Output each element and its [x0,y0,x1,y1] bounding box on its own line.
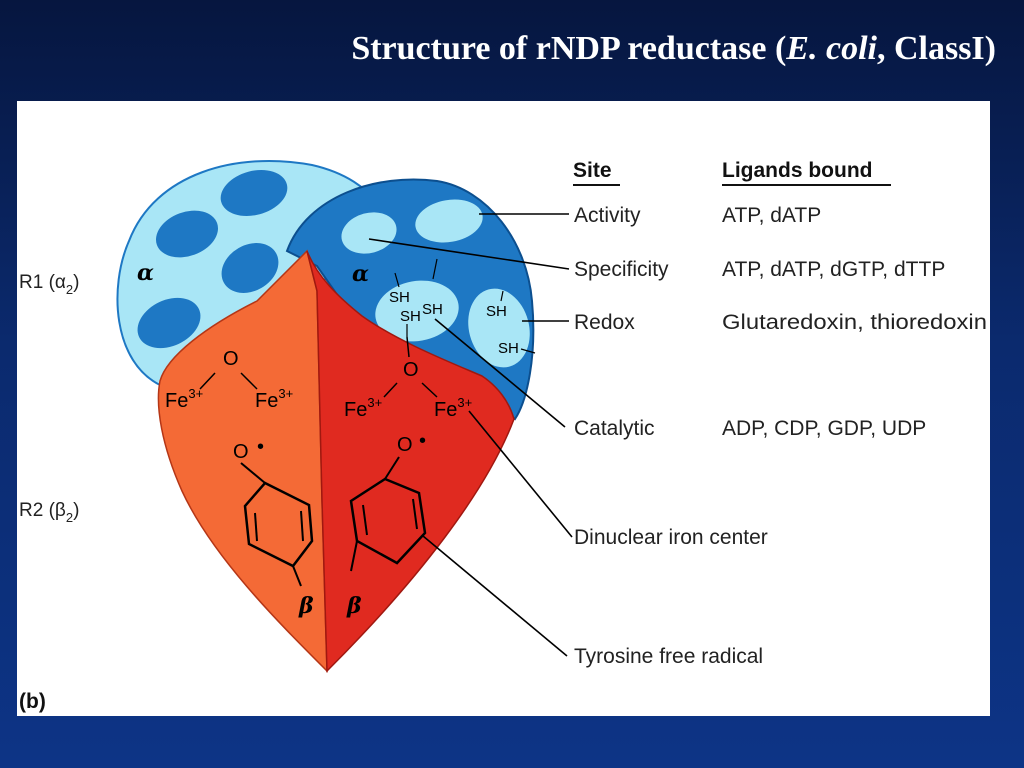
beta-label-right: β [346,593,362,619]
ligands-specificity: ATP, dATP, dGTP, dTTP [722,258,945,281]
left-site-oval [137,297,201,349]
svg-text:SH: SH [498,340,519,357]
panel-label: (b) [19,690,46,713]
tyrosine-ring-left: O • [233,436,314,587]
site-header: Site [573,159,612,182]
svg-text:Fe3+: Fe3+ [255,386,293,412]
alpha-label-left: α [137,260,154,286]
specificity-site-oval [341,212,397,254]
site-catalytic: Catalytic [574,417,655,440]
svg-text:•: • [419,430,426,452]
beta-subunit-left [157,249,328,673]
diagram-panel: α α β β O Fe3+ Fe3+ O Fe3+ Fe3+ O • O • [17,101,990,716]
redox-thiols: SH SH [486,290,536,357]
r1-label: R1 (α2) [19,272,79,297]
left-site-oval [156,210,218,258]
svg-text:SH: SH [389,289,410,306]
site-activity: Activity [574,204,641,227]
iron-center-right: O Fe3+ Fe3+ [344,336,472,421]
tyrosine-ring-right: O • [349,430,427,572]
ligands-redox: Glutaredoxin, thioredoxin [722,311,987,334]
svg-text:SH: SH [400,308,421,325]
beta-label-left: β [298,593,314,619]
left-site-oval [221,243,279,293]
slide-title: Structure of rNDP reductase (E. coli, Cl… [351,30,996,67]
r2-label: R2 (β2) [19,500,79,525]
svg-text:O: O [233,441,249,463]
svg-text:O: O [223,348,239,370]
iron-center-left: O Fe3+ Fe3+ [165,348,293,412]
beta-subunit-right [306,250,515,673]
rndp-reductase-diagram: α α β β O Fe3+ Fe3+ O Fe3+ Fe3+ O • O • [19,159,987,713]
svg-text:Fe3+: Fe3+ [165,386,203,412]
ligands-header: Ligands bound [722,159,872,182]
svg-text:O: O [397,434,413,456]
site-dinuclear-iron: Dinuclear iron center [574,526,768,549]
alpha-label-right: α [352,261,369,287]
leader-lines [368,213,573,657]
site-redox: Redox [574,311,635,334]
activity-site-oval [415,199,483,243]
svg-text:O: O [403,359,419,381]
catalytic-thiols: SH SH SH [389,258,443,337]
site-tyrosine-radical: Tyrosine free radical [574,645,763,668]
ligands-activity: ATP, dATP [722,204,821,227]
svg-text:SH: SH [422,301,443,318]
catalytic-site-oval [375,280,459,342]
left-site-oval [220,169,288,217]
svg-text:Fe3+: Fe3+ [434,395,472,421]
svg-text:•: • [257,436,264,458]
redox-site-oval [468,288,530,368]
svg-text:Fe3+: Fe3+ [344,395,382,421]
site-specificity: Specificity [574,258,669,281]
ligands-catalytic: ADP, CDP, GDP, UDP [722,417,926,440]
svg-text:SH: SH [486,303,507,320]
